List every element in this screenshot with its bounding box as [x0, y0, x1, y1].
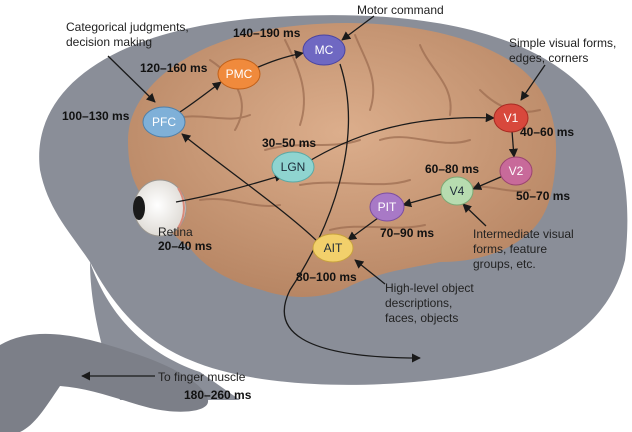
- lgn-time: 30–50 ms: [262, 136, 316, 150]
- node-mc: MC: [302, 34, 346, 66]
- v1-annotation-line-1: Simple visual forms,: [509, 36, 616, 50]
- pfc-time: 100–130 ms: [62, 109, 130, 123]
- arrow-v2-v4: [472, 175, 504, 190]
- node-v2: V2: [499, 156, 533, 186]
- arrow-pit-ait: [347, 217, 379, 241]
- node-ait: AIT: [312, 233, 354, 263]
- arrow-lgn-v1: [305, 113, 495, 164]
- pointer-pfc-annotation: [107, 55, 156, 103]
- eye: [133, 179, 187, 237]
- ait-annotation-line-3: faces, objects: [385, 311, 458, 325]
- pointer-ait-annotation: [354, 259, 386, 285]
- arrow-mc-spinal: [283, 63, 421, 363]
- pmc-time: 120–160 ms: [140, 61, 208, 75]
- v4-time: 60–80 ms: [425, 162, 479, 176]
- mc-time: 140–190 ms: [233, 26, 301, 40]
- pfc-annotation-line-2: decision making: [66, 35, 152, 49]
- finger-muscle-time: 180–260 ms: [184, 388, 252, 402]
- node-mc-label: MC: [315, 43, 334, 57]
- ait-time: 80–100 ms: [296, 270, 357, 284]
- arrow-pmc-mc: [255, 50, 304, 69]
- node-v1-label: V1: [504, 111, 519, 125]
- pointer-v1-annotation: [520, 64, 546, 101]
- pointer-v4-annotation: [462, 203, 487, 227]
- ait-annotation-line-2: descriptions,: [385, 296, 452, 310]
- v1-time: 40–60 ms: [520, 125, 574, 139]
- node-v4: V4: [440, 176, 474, 206]
- node-lgn-label: LGN: [281, 160, 306, 174]
- v2-time: 50–70 ms: [516, 189, 570, 203]
- pfc-annotation-line-1: Categorical judgments,: [66, 20, 189, 34]
- retina-label: Retina: [158, 225, 193, 239]
- arrow-v4-pit: [402, 193, 443, 208]
- mc-annotation: Motor command: [357, 3, 444, 17]
- v4-annotation-line-1: Intermediate visual: [473, 227, 574, 241]
- connection-arrows: [81, 15, 546, 381]
- arrow-pfc-pmc: [179, 81, 222, 113]
- arrow-v1-v2: [508, 130, 518, 158]
- node-pfc: PFC: [142, 106, 186, 138]
- node-pit-label: PIT: [378, 200, 397, 214]
- brain-cortex: [128, 23, 557, 297]
- node-pmc: PMC: [217, 58, 261, 90]
- hand-silhouette: [0, 333, 209, 432]
- node-pfc-label: PFC: [152, 115, 176, 129]
- node-v1: V1: [493, 103, 529, 133]
- retina-time: 20–40 ms: [158, 239, 212, 253]
- arrow-ait-pfc: [181, 133, 319, 243]
- finger-muscle-label: To finger muscle: [158, 370, 246, 384]
- pointer-mc-annotation: [341, 15, 375, 41]
- ait-annotation-line-1: High-level object: [385, 281, 474, 295]
- arrow-retina-lgn: [175, 173, 284, 203]
- pit-time: 70–90 ms: [380, 226, 434, 240]
- node-lgn: LGN: [271, 151, 315, 183]
- node-v2-label: V2: [509, 164, 524, 178]
- v4-annotation-line-2: forms, feature: [473, 242, 547, 256]
- node-ait-label: AIT: [324, 241, 343, 255]
- v4-annotation-line-3: groups, etc.: [473, 257, 536, 271]
- v1-annotation-line-2: edges, corners: [509, 51, 588, 65]
- node-pmc-label: PMC: [226, 67, 253, 81]
- node-pit: PIT: [369, 192, 405, 222]
- node-v4-label: V4: [450, 184, 465, 198]
